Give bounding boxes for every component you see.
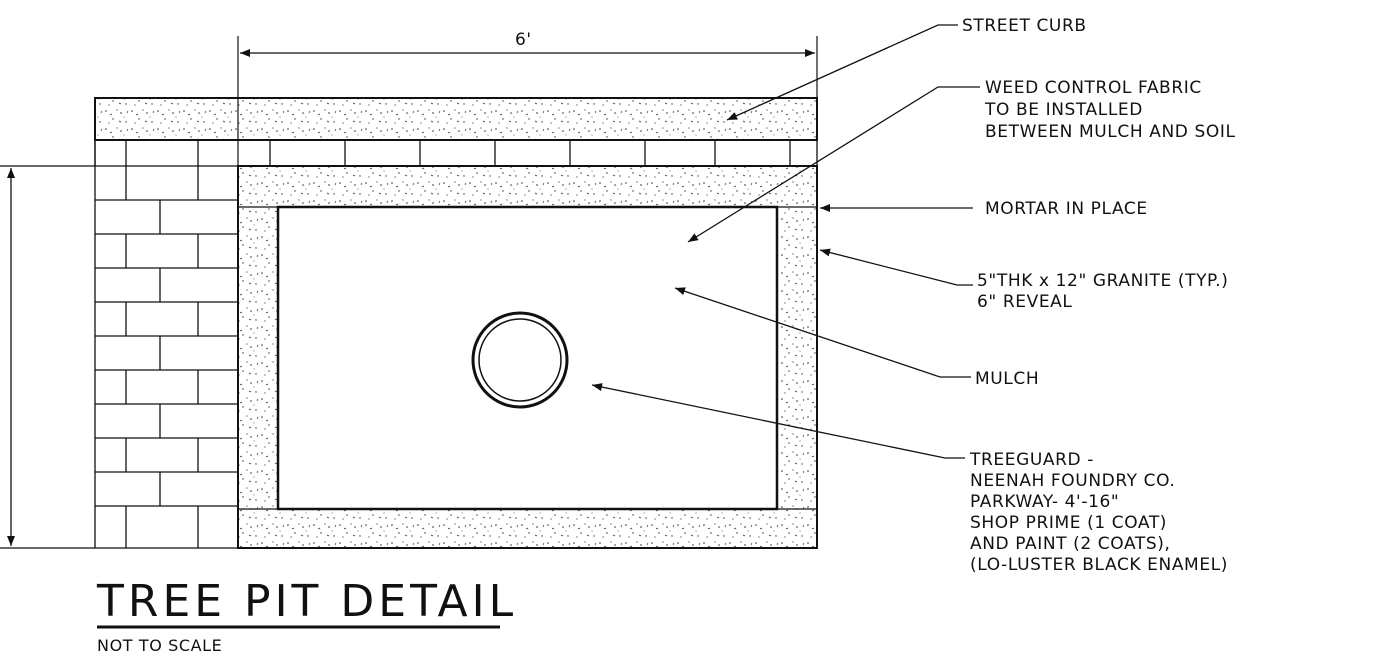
label-line: SHOP PRIME (1 COAT) (970, 513, 1167, 533)
granite-curb-frame (237, 165, 818, 549)
label-line: (LO-LUSTER BLACK ENAMEL) (970, 555, 1228, 575)
label-street-curb: STREET CURB (962, 16, 1087, 36)
drawing-subtitle: NOT TO SCALE (97, 636, 222, 655)
label-line: TO BE INSTALLED (984, 100, 1143, 120)
label-mortar-in-place: MORTAR IN PLACE (985, 199, 1148, 219)
width-dimension (237, 36, 818, 166)
label-line: NEENAH FOUNDRY CO. (970, 471, 1175, 491)
label-line: TREEGUARD - (969, 450, 1094, 470)
label-line: 6" REVEAL (977, 292, 1072, 312)
label-line: BETWEEN MULCH AND SOIL (985, 122, 1236, 142)
brick-sidewalk (94, 140, 238, 549)
label-line: AND PAINT (2 COATS), (970, 534, 1170, 554)
label-treeguard: TREEGUARD - NEENAH FOUNDRY CO. PARKWAY- … (969, 450, 1228, 575)
paver-course (94, 140, 818, 167)
label-mulch: MULCH (975, 369, 1039, 389)
dimension-label: 6' (515, 30, 532, 50)
label-line: 5"THK x 12" GRANITE (TYP.) (977, 271, 1229, 291)
drawing-title: TREE PIT DETAIL (96, 576, 517, 627)
leader-lines (591, 24, 980, 459)
label-line: WEED CONTROL FABRIC (985, 78, 1202, 98)
label-granite: 5"THK x 12" GRANITE (TYP.) 6" REVEAL (977, 271, 1229, 312)
depth-dimension (0, 165, 95, 549)
treeguard-ring (471, 311, 569, 409)
label-weed-control-fabric: WEED CONTROL FABRIC TO BE INSTALLED BETW… (984, 78, 1236, 142)
street-curb (94, 97, 818, 141)
label-line: PARKWAY- 4'-16" (970, 492, 1119, 512)
